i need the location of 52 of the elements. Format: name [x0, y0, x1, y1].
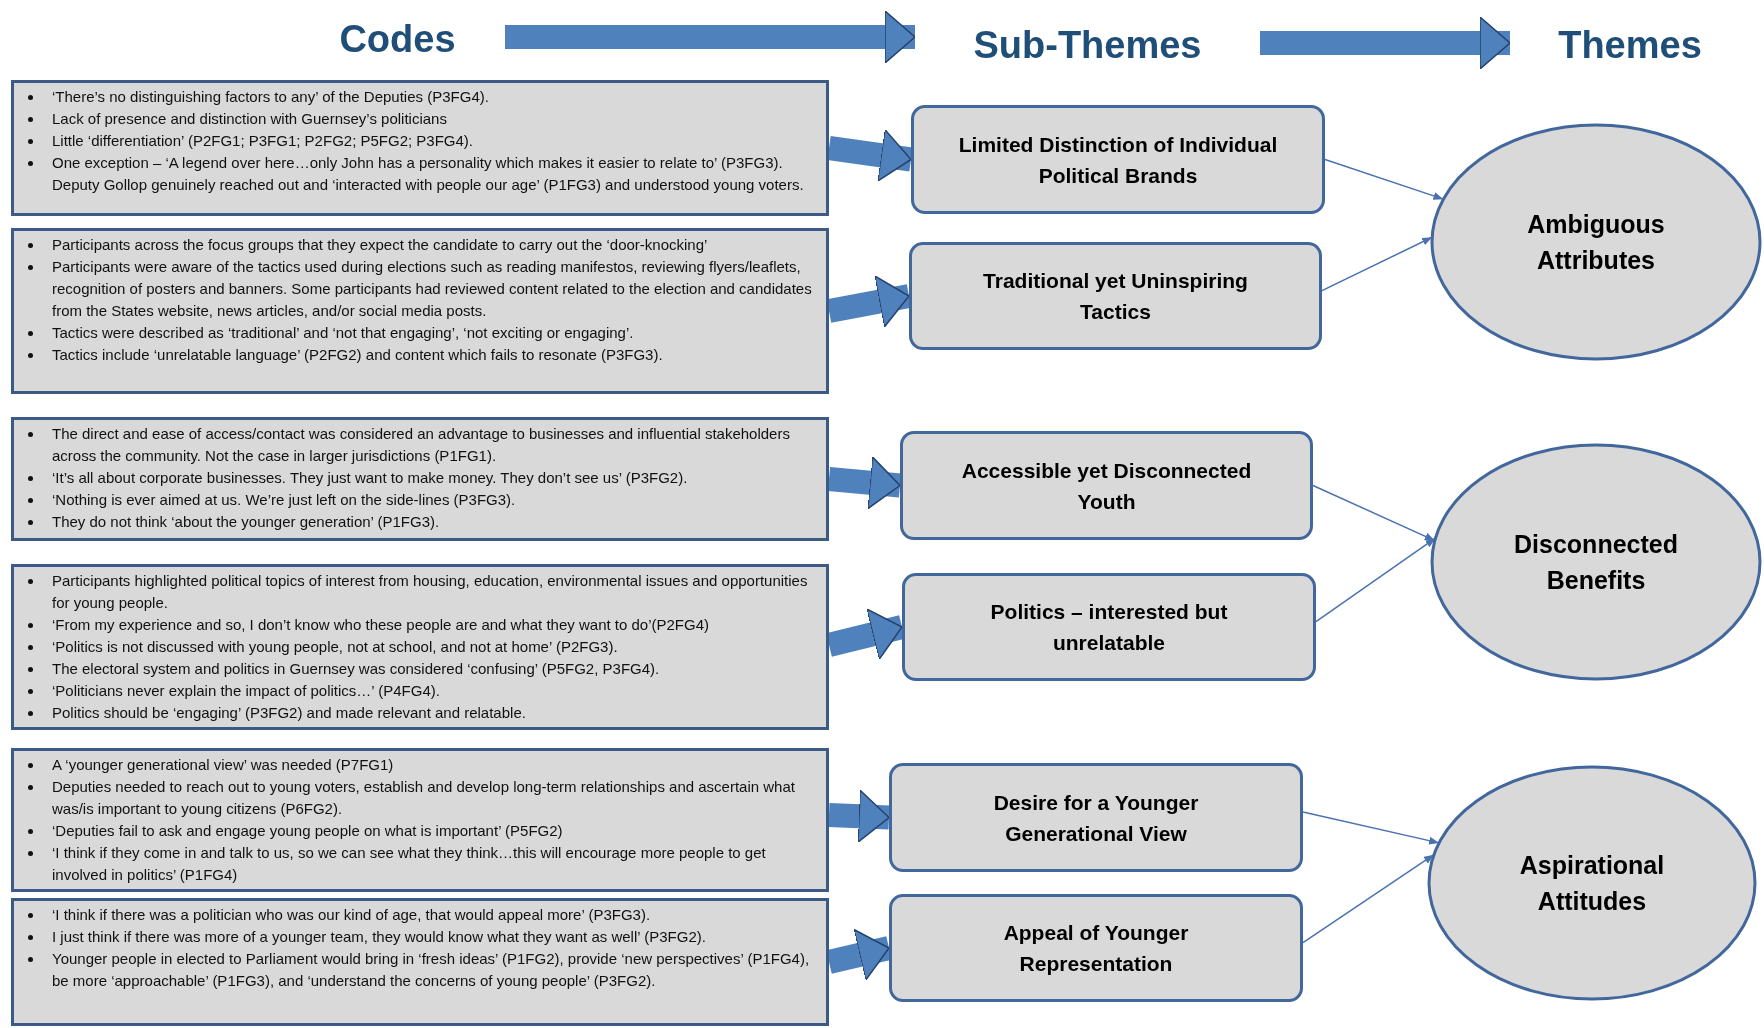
- bullet-point: A ‘younger generational view’ was needed (P7FG1): [22, 754, 818, 776]
- bullet-point: Younger people in elected to Parliament would bring in ‘fresh ideas’ (P1FG2), provide ‘new perspectives’ (P1FG4), be more ‘approachable’ (P1FG3), and ‘understand the concerns of young people’ (P3FG2).: [22, 948, 818, 992]
- bullet-point: Tactics were described as ‘traditional’ and ‘not that engaging’, ‘not exciting or engaging’.: [22, 322, 818, 344]
- arrow: [1321, 236, 1433, 292]
- bullet-point: One exception – ‘A legend over here…only John has a personality which makes it easier to relate to’ (P3FG3). Deputy Gollop genuinely reached out and ‘interacted with people our age’ (P1FG3) and understood young voters.: [22, 152, 818, 196]
- theme-label: Ambiguous Attributes: [1526, 209, 1666, 276]
- code-text-box: [11, 748, 829, 892]
- sub-theme-box: Politics – interested but unrelatable: [902, 573, 1316, 681]
- bullet-point: ‘It’s all about corporate businesses. They just want to make money. They don’t see us’ (P3FG2).: [22, 467, 818, 489]
- theme-label: Aspirational Attitudes: [1518, 850, 1666, 917]
- sub-theme-box: Limited Distinction of Individual Political Brands: [911, 105, 1325, 214]
- bullet-point: Tactics include ‘unrelatable language’ (P2FG2) and content which fails to resonate (P3FG3).: [22, 344, 818, 366]
- sub-theme-box: Accessible yet Disconnected Youth: [900, 431, 1313, 540]
- bullet-point: Participants were aware of the tactics used during elections such as reading manifestos, reviewing flyers/leaflets, recognition of posters and banners. Some participants had reviewed content related to the election and candidates from the States website, news articles, and/or social media posts.: [22, 256, 818, 322]
- bullet-point: Deputies needed to reach out to young voters, establish and develop long-term relationships and ascertain what was/is important to young citizens (P6FG2).: [22, 776, 818, 820]
- bullet-point: ‘I think if they come in and talk to us, so we can see what they think…this will encourage more people to get involved in politics’ (P1FG4): [22, 842, 818, 886]
- bullet-point: Participants highlighted political topics of interest from housing, education, environmental issues and opportunities for young people.: [22, 570, 818, 614]
- bullet-point: The direct and ease of access/contact was considered an advantage to businesses and influential stakeholders across the community. Not the case in larger jurisdictions (P1FG1).: [22, 423, 818, 467]
- code-text-box: [11, 564, 829, 730]
- bullet-point: Participants across the focus groups that they expect the candidate to carry out the ‘door-knocking’: [22, 234, 818, 256]
- bullet-point: ‘Politics is not discussed with young people, not at school, and not at home’ (P2FG3).: [22, 636, 818, 658]
- bullet-point: ‘From my experience and so, I don’t know who these people are and what they want to do’(P2FG4): [22, 614, 818, 636]
- bullet-point: I just think if there was more of a younger team, they would know what they want as well’ (P3FG2).: [22, 926, 818, 948]
- sub-theme-box: Appeal of Younger Representation: [889, 894, 1303, 1002]
- bullet-point: ‘Nothing is ever aimed at us. We’re just left on the side-lines (P3FG3).: [22, 489, 818, 511]
- block-arrow: [505, 10, 916, 64]
- arrow: [1324, 158, 1445, 200]
- column-heading: Sub-Themes: [915, 12, 1260, 78]
- bullet-point: Politics should be ‘engaging’ (P3FG2) and made relevant and relatable.: [22, 702, 818, 724]
- theme-label: Disconnected Benefits: [1513, 529, 1679, 596]
- column-heading: Themes: [1510, 12, 1750, 78]
- block-arrow: [828, 789, 890, 843]
- code-text-box: [11, 417, 829, 541]
- arrow: [1302, 811, 1440, 845]
- column-heading: Codes: [290, 6, 505, 72]
- code-text-box: [11, 228, 829, 394]
- code-text-box: [11, 898, 829, 1026]
- bullet-point: The electoral system and politics in Guernsey was considered ‘confusing’ (P5FG2, P3FG4).: [22, 658, 818, 680]
- code-text-box: [11, 80, 829, 216]
- sub-theme-box: Traditional yet Uninspiring Tactics: [909, 242, 1322, 350]
- sub-theme-box: Desire for a Younger Generational View: [889, 763, 1303, 872]
- arrow: [1312, 484, 1436, 542]
- bullet-point: ‘There’s no distinguishing factors to any’ of the Deputies (P3FG4).: [22, 86, 818, 108]
- bullet-point: Little ‘differentiation’ (P2FG1; P3FG1; P2FG2; P5FG2; P3FG4).: [22, 130, 818, 152]
- bullet-point: ‘I think if there was a politician who was our kind of age, that would appeal more’ (P3FG3).: [22, 904, 818, 926]
- bullet-point: ‘Deputies fail to ask and engage young people on what is important’ (P5FG2): [22, 820, 818, 842]
- bullet-point: ‘Politicians never explain the impact of politics…’ (P4FG4).: [22, 680, 818, 702]
- block-arrow: [1260, 16, 1511, 70]
- block-arrow: [827, 456, 902, 510]
- bullet-point: They do not think ‘about the younger generation’ (P1FG3).: [22, 511, 818, 533]
- bullet-point: Lack of presence and distinction with Guernsey’s politicians: [22, 108, 818, 130]
- block-arrow: [827, 128, 913, 182]
